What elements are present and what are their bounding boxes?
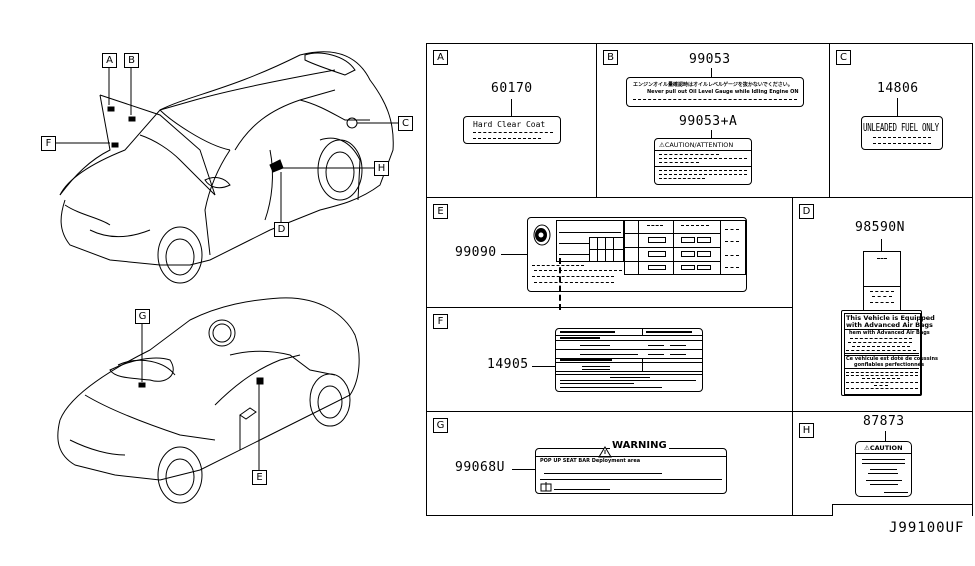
warning-triangle-icon [598,446,612,458]
label-advanced-air-bags: This Vehicle is Equipped with Advanced A… [841,310,938,396]
callout-e[interactable]: E [252,470,267,485]
label-hard-clear-coat: Hard Clear Coat [463,116,561,144]
bottom-car-drawing [57,297,360,504]
panel-d: D 98590N This Vehicle is Equipped with A… [792,197,973,412]
label-line-en: Never pull out Oil Level Gauge while Idl… [647,89,799,95]
label-emission-control [555,328,703,392]
part-number-99053: 99053 [689,52,731,67]
label-line-4: Ce véhicule est doté de coussins [846,356,938,362]
part-number-99090: 99090 [455,245,497,260]
label-header: ⚠CAUTION [864,444,903,452]
panel-f-letter: F [433,314,448,329]
label-pop-up-warning: WARNING POP UP SEAT BAR Deployment area [535,440,727,494]
label-header: ⚠CAUTION/ATTENTION [659,141,734,149]
panel-g-letter: G [433,418,448,433]
dash-dot-separator [559,258,561,310]
callout-b[interactable]: B [124,53,139,68]
part-number-98590n: 98590N [855,220,905,235]
label-text: Hard Clear Coat [473,120,546,129]
label-tire-placard [527,217,747,292]
callout-c[interactable]: C [398,116,413,131]
label-line-3: hem with Advanced Air Bags [849,330,930,336]
panel-d-letter: D [799,204,814,219]
diagram-code: J99100UF [889,520,965,536]
tire-table-right [624,220,746,275]
part-number-60170: 60170 [491,81,533,96]
part-number-14806: 14806 [877,81,919,96]
panel-c-letter: C [836,50,851,65]
car-illustrations [56,51,398,504]
part-number-99068u: 99068U [455,460,505,475]
part-number-99053-a: 99053+A [679,114,738,129]
callout-d[interactable]: D [274,222,289,237]
panel-b-letter: B [603,50,618,65]
panel-b: B 99053 エンジンオイル量確認時はオイルレベルゲージを抜かないでください。… [596,43,830,198]
callout-f[interactable]: F [41,136,56,151]
panel-e-letter: E [433,204,448,219]
label-line: POP UP SEAT BAR Deployment area [540,458,641,464]
manual-book-icon [540,482,552,492]
tire-icon [533,224,551,246]
callout-h[interactable]: H [374,161,389,176]
callout-a[interactable]: A [102,53,117,68]
panel-a: A 60170 Hard Clear Coat [426,43,597,198]
tire-table-left [556,220,624,262]
panel-h-letter: H [799,423,814,438]
label-text: UNLEADED FUEL ONLY [863,121,939,134]
panel-f: F 14905 [426,307,793,412]
part-number-87873: 87873 [863,414,905,429]
panel-c: C 14806 UNLEADED FUEL ONLY [829,43,973,198]
panel-a-letter: A [433,50,448,65]
label-line-jp: エンジンオイル量確認時はオイルレベルゲージを抜かないでください。 [633,82,793,88]
label-header: WARNING [610,440,669,451]
top-car-drawing [56,51,398,284]
panel-g: G 99068U WARNING POP UP SEAT BAR Deploym… [426,411,793,516]
panel-h: H 87873 ⚠CAUTION [792,411,973,516]
label-line-1: This Vehicle is Equipped [846,314,935,322]
panel-e: E 99090 [426,197,793,310]
label-caution-attention: ⚠CAUTION/ATTENTION [654,138,752,185]
callout-g[interactable]: G [135,309,150,324]
label-line-5: gonflables perfectionnés [854,362,925,368]
label-caution-h: ⚠CAUTION [855,441,912,497]
label-line-2: with Advanced Air Bags [846,321,933,329]
part-number-14905: 14905 [487,357,529,372]
label-unleaded-fuel: UNLEADED FUEL ONLY [861,116,943,150]
label-oil-gauge: エンジンオイル量確認時はオイルレベルゲージを抜かないでください。 Never p… [626,77,804,107]
